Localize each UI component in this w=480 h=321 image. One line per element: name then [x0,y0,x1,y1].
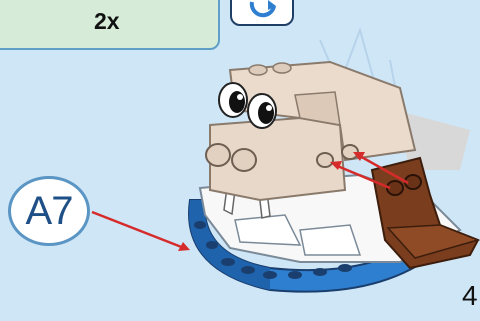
step-badge-a7: A7 [8,176,90,246]
page-number: 4 [462,280,478,312]
